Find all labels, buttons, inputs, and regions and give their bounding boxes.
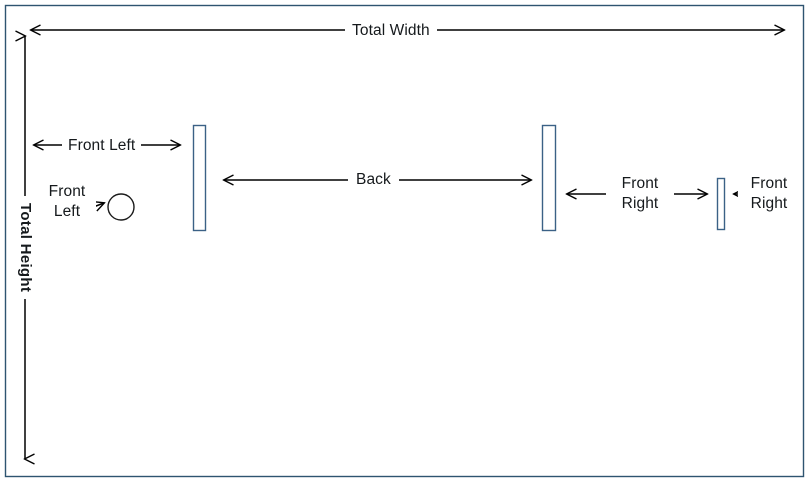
bar-far-right (716, 177, 726, 231)
label-front-left-span: Front Left (62, 136, 142, 155)
label-front-right-gap: Front Right (738, 174, 800, 214)
label-back: Back (348, 170, 399, 189)
label-front-right-span: Front Right (606, 174, 674, 214)
page-border (4, 4, 805, 478)
label-total-height: Total Height (16, 196, 35, 300)
label-total-width: Total Width (345, 21, 437, 40)
label-front-left-point: Front Left (38, 182, 96, 222)
sensor-circle (107, 193, 135, 221)
bar-right (541, 124, 557, 232)
bar-left (192, 124, 207, 232)
